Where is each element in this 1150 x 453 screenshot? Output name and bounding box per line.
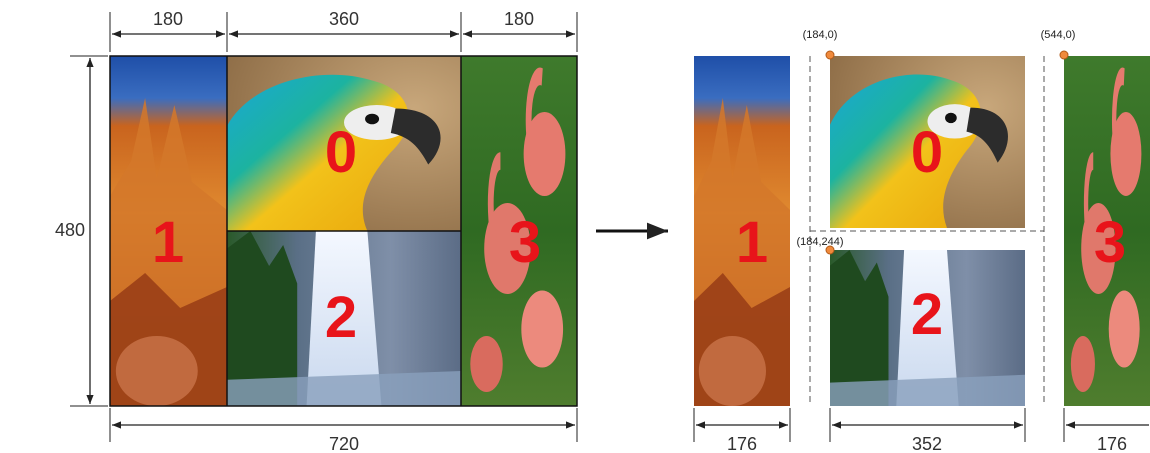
- cropped-width-label-right: 176: [1097, 434, 1127, 453]
- width-label-right: 180: [504, 9, 534, 29]
- tile-label-1: 1: [152, 210, 184, 275]
- width-label-left: 180: [153, 9, 183, 29]
- tile-label-2: 2: [325, 285, 357, 350]
- height-dimension: 480: [55, 55, 108, 407]
- height-label: 480: [55, 220, 85, 240]
- coord-label-184-244: (184,244): [796, 236, 843, 248]
- right-layout: 1 0 2 3 (184,0) (544,0) (184,244) 176 35…: [693, 29, 1150, 453]
- marker-184-244: [825, 245, 835, 255]
- coord-label-184-0: (184,0): [803, 29, 838, 41]
- bottom-width-dimensions: 176 352 176: [693, 408, 1149, 453]
- cropped-tile-label-0: 0: [911, 120, 943, 185]
- marker-184-0: [825, 50, 835, 60]
- coordinate-markers: (184,0) (544,0) (184,244): [796, 29, 1076, 255]
- total-width-label: 720: [329, 434, 359, 453]
- tile-label-0: 0: [325, 120, 357, 185]
- cropped-tile-label-3: 3: [1094, 210, 1126, 275]
- width-label-middle: 360: [329, 9, 359, 29]
- crop-guide-lines: [809, 56, 1045, 406]
- left-layout: 1 0 2 3 180 360 180 480: [55, 9, 578, 453]
- coord-label-544-0: (544,0): [1041, 29, 1076, 41]
- cropped-tile-label-1: 1: [736, 210, 768, 275]
- marker-544-0: [1059, 50, 1069, 60]
- tile-label-3: 3: [509, 210, 541, 275]
- cropped-width-label-left: 176: [727, 434, 757, 453]
- total-width-dimension: 720: [109, 408, 578, 453]
- top-width-dimensions: 180 360 180: [109, 9, 578, 52]
- cropped-tile-label-2: 2: [911, 282, 943, 347]
- cropped-width-label-middle: 352: [912, 434, 942, 453]
